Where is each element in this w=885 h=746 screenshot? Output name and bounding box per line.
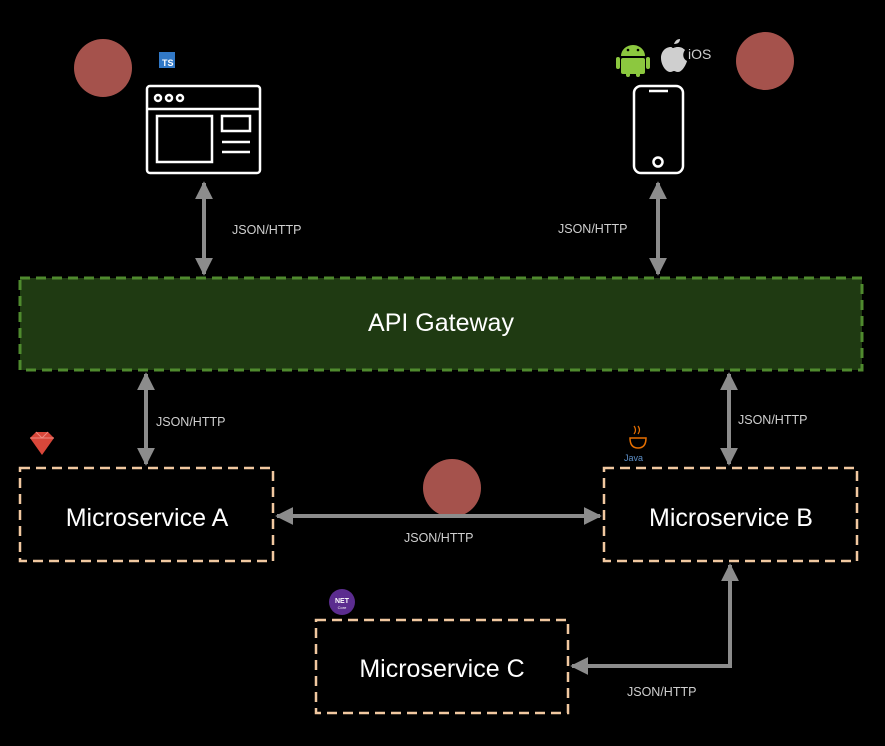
web-client-icon: [145, 84, 262, 175]
connectors: [137, 181, 739, 675]
microservice-a-label: Microservice A: [66, 504, 229, 532]
microservice-c-label: Microservice C: [359, 655, 524, 683]
ruby-icon: [30, 431, 54, 455]
label-c-b: JSON/HTTP: [627, 685, 696, 699]
label-gateway-a: JSON/HTTP: [156, 415, 225, 429]
typescript-badge-text: TS: [162, 58, 174, 68]
label-a-b: JSON/HTTP: [404, 531, 473, 545]
dotnet-label: NET: [335, 598, 350, 605]
marker-dot: [74, 39, 132, 97]
apple-icon: [661, 39, 687, 72]
label-gateway-b: JSON/HTTP: [738, 413, 807, 427]
connector-c-b: [570, 563, 739, 675]
mobile-client-icon: [632, 84, 685, 175]
api-gateway-label: API Gateway: [368, 309, 514, 337]
java-label: Java: [624, 453, 643, 463]
label-mobile-gateway: JSON/HTTP: [558, 222, 627, 236]
microservice-c: [314, 618, 570, 715]
dotnet-sub-label: Core: [338, 605, 347, 610]
ios-label: iOS: [688, 46, 711, 62]
microservice-a: [18, 466, 275, 563]
marker-dot: [736, 32, 794, 90]
typescript-icon: TS: [159, 52, 175, 68]
android-icon: [616, 45, 650, 77]
microservice-b: [602, 466, 859, 563]
java-icon: Java: [624, 425, 647, 463]
marker-dot: [423, 459, 481, 517]
microservice-b-label: Microservice B: [649, 504, 813, 532]
label-web-gateway: JSON/HTTP: [232, 223, 301, 237]
dotnet-icon: NET Core: [329, 589, 355, 615]
api-gateway: [18, 276, 864, 372]
